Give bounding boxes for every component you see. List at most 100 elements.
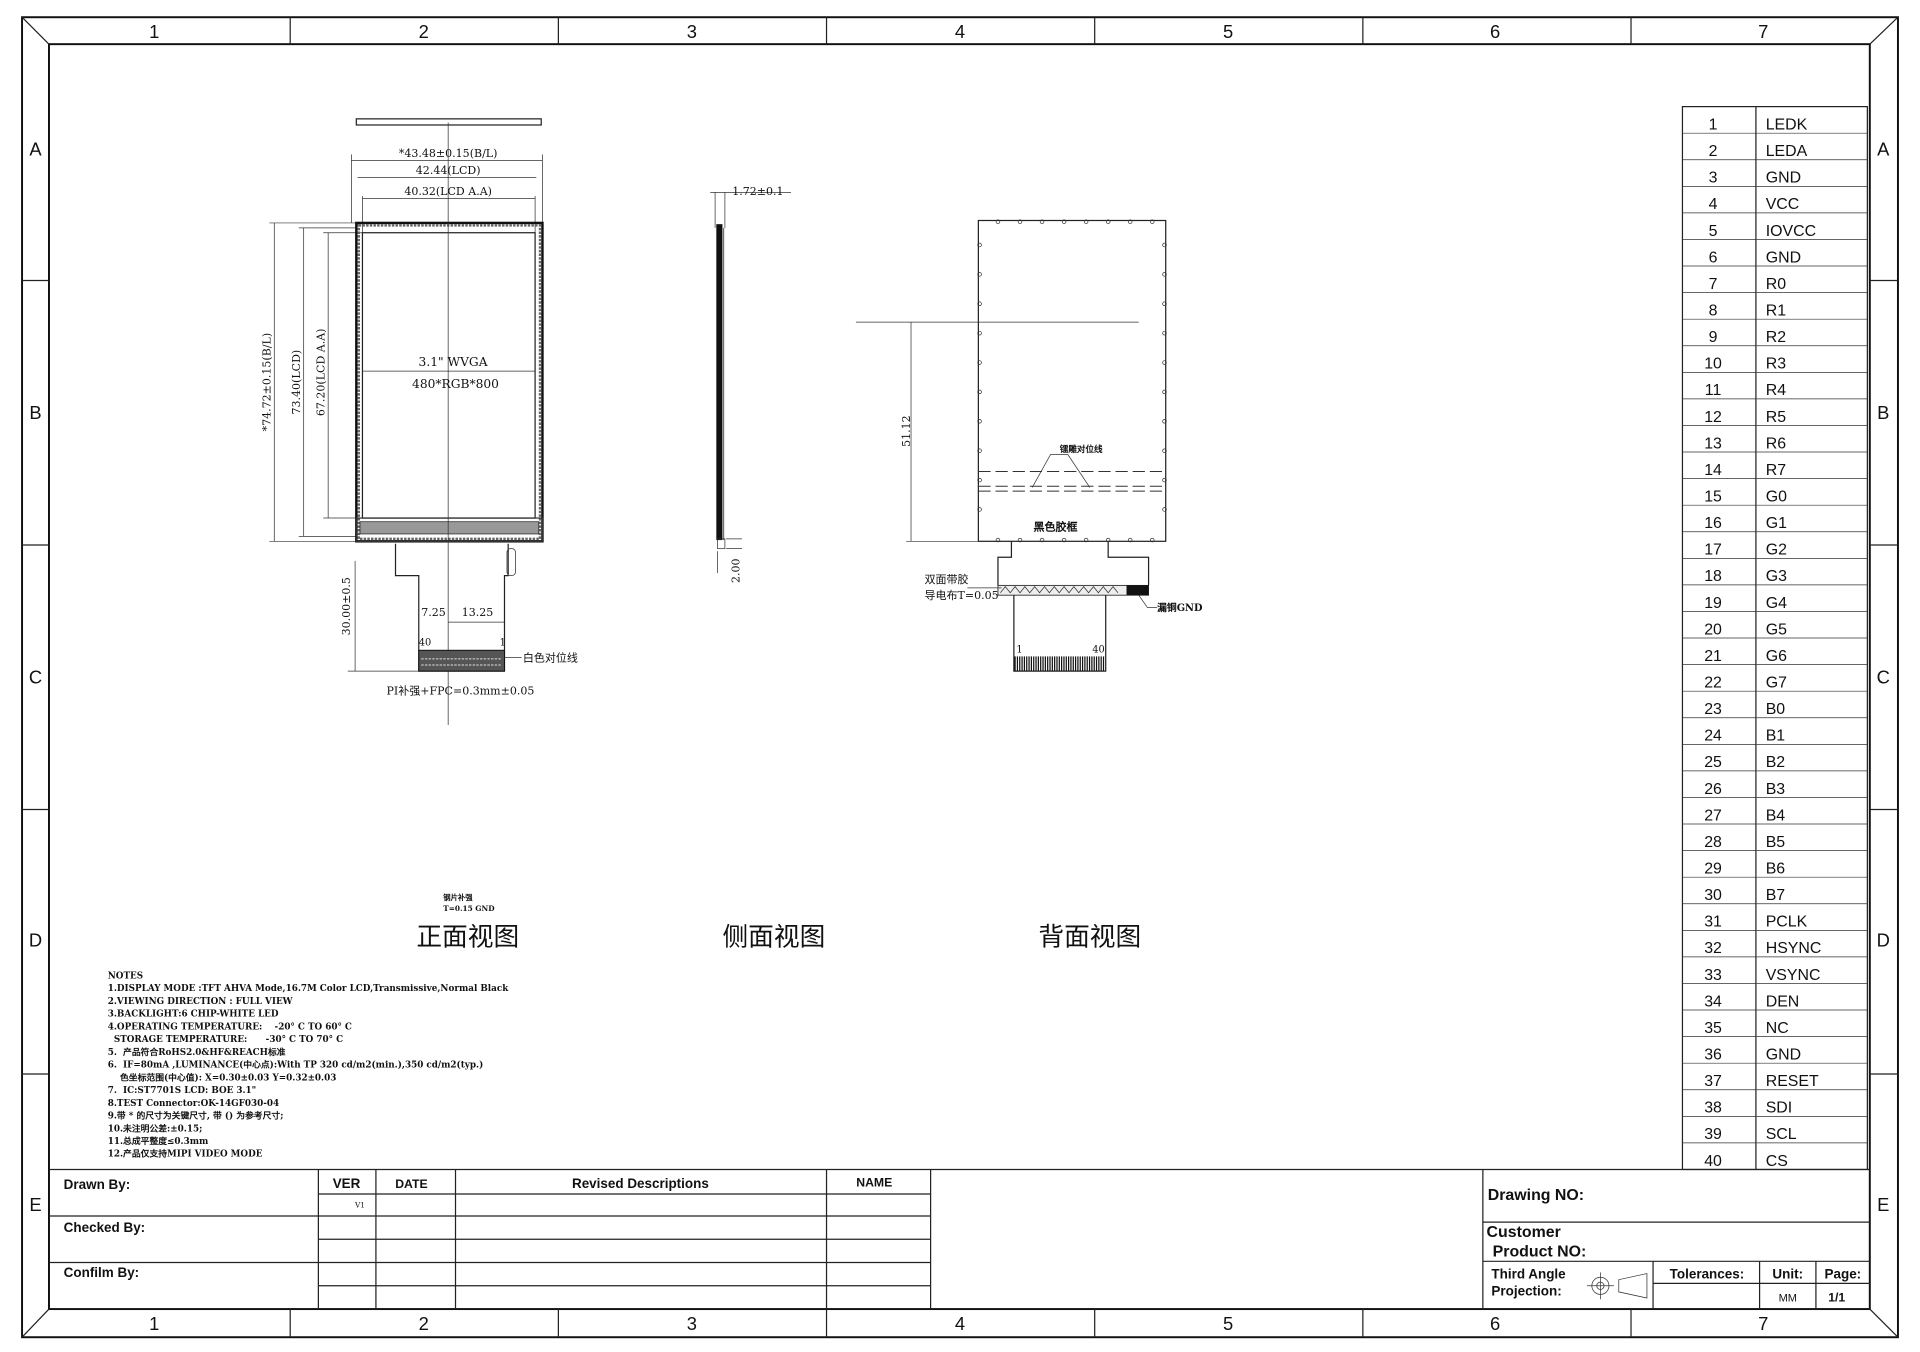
pin-number: 23 (1704, 701, 1722, 718)
date-header: DATE (395, 1177, 427, 1191)
front-pin-1: 1 (500, 637, 506, 648)
pin-row: 34 DEN (1682, 993, 1868, 1011)
pin-name: GND (1766, 1047, 1801, 1064)
unit-label: Unit: (1772, 1266, 1803, 1281)
front-view: *43.48±0.15(B/L) 42.44(LCD) 40.32(LCD A.… (261, 118, 578, 952)
pin-number: 3 (1709, 170, 1718, 187)
pin-number: 12 (1704, 409, 1722, 426)
dim-13-25: 13.25 (462, 606, 494, 619)
pin-row: 12 R5 (1682, 409, 1868, 426)
pin-name: RESET (1766, 1073, 1819, 1090)
dim-height-bl: *74.72±0.15(B/L) (261, 333, 274, 432)
mount-dot (995, 219, 1001, 224)
pin-row: 15 G0 (1682, 489, 1868, 506)
pin-number: 36 (1704, 1047, 1722, 1064)
pin-number: 18 (1704, 568, 1722, 585)
note-line: 8.TEST Connector:OK-14GF030-04 (108, 1099, 279, 1109)
side-view: 1.72±0.1 2.00 侧面视图 (710, 185, 825, 952)
pin-name: VCC (1766, 196, 1800, 213)
tolerances-label: Tolerances: (1670, 1266, 1745, 1281)
pin-number: 25 (1704, 754, 1722, 771)
page-label: Page: (1825, 1266, 1862, 1281)
customer-label: Customer (1487, 1224, 1561, 1241)
back-pin-40: 40 (1092, 645, 1104, 656)
frame-row-label: A (29, 139, 42, 160)
mount-dot (1017, 537, 1023, 543)
frame-column-label: 3 (687, 1313, 697, 1334)
unit-value: MM (1779, 1293, 1797, 1305)
frame-row-label: E (29, 1194, 41, 1215)
mount-dot (1128, 537, 1133, 543)
pin-name: PCLK (1766, 914, 1808, 931)
back-view: 51.12 镭雕对位线 黑色胶框 1 40 双面带胶 导电布T=0.05 漏铜G… (855, 219, 1203, 952)
pin-name: DEN (1766, 993, 1800, 1010)
pi-stiffener-label: PI补强+FPC=0.3mm±0.05 (386, 684, 534, 697)
mount-dot (977, 242, 982, 248)
white-align-line-label: 白色对位线 (523, 650, 578, 664)
pin-number: 37 (1704, 1073, 1722, 1090)
note-line: 9.带 * 的尺寸为关键尺寸, 带 () 为参考尺寸; (108, 1110, 284, 1122)
frame-row-label: E (1877, 1194, 1889, 1215)
mount-dot (1162, 507, 1167, 512)
frame-column-label: 4 (955, 1313, 965, 1334)
dim-height-aa: 67.20(LCD A.A) (314, 329, 327, 417)
pin-name: GND (1766, 170, 1801, 187)
mount-dot (1061, 219, 1067, 224)
frame-column-label: 1 (149, 1313, 159, 1334)
pin-name: CS (1766, 1153, 1788, 1170)
pin-number: 14 (1704, 462, 1722, 479)
notes-heading: NOTES (108, 971, 143, 981)
mount-dot (1039, 219, 1045, 224)
panel-size-label: 3.1" WVGA (419, 355, 488, 369)
pin-name: R5 (1766, 409, 1786, 426)
frame-column-label: 2 (419, 1313, 429, 1334)
rev-ver-value: V1 (354, 1200, 365, 1209)
mount-dot (1162, 360, 1167, 365)
pin-number: 32 (1704, 940, 1722, 957)
pin-number: 16 (1704, 515, 1722, 532)
frame-column-label: 6 (1490, 21, 1500, 42)
pin-number: 38 (1704, 1100, 1722, 1117)
pin-number: 21 (1704, 648, 1722, 665)
frame-column-label: 5 (1223, 21, 1233, 42)
note-line: 7. IC:ST7701S LCD: BOE 3.1" (108, 1086, 257, 1096)
pin-name: G6 (1766, 648, 1787, 665)
pin-number: 15 (1704, 489, 1722, 506)
pin-name: HSYNC (1766, 940, 1822, 957)
laser-align-label: 镭雕对位线 (1060, 443, 1103, 455)
frame-column-label: 6 (1490, 1313, 1500, 1334)
note-line: 3.BACKLIGHT:6 CHIP-WHITE LED (108, 1010, 279, 1020)
pin-name: G0 (1766, 489, 1787, 506)
mount-dot (1150, 537, 1155, 543)
pin-number: 34 (1704, 993, 1722, 1010)
pin-row: 21 G6 (1682, 648, 1868, 665)
mount-dot (1162, 419, 1167, 424)
pin-name: B6 (1766, 861, 1786, 878)
name-header: NAME (856, 1176, 892, 1190)
pin-number: 27 (1704, 807, 1722, 824)
pin-name: LEDA (1766, 143, 1808, 160)
mount-dot (1162, 330, 1167, 336)
front-pin-40: 40 (419, 637, 431, 648)
pin-name: G7 (1766, 675, 1787, 692)
pin-name: R7 (1766, 462, 1786, 479)
steel-stiffener-label-2: T=0.15 GND (443, 904, 495, 913)
frame-column-label: 1 (149, 21, 159, 42)
mount-dot (1162, 477, 1167, 483)
back-view-title: 背面视图 (1038, 922, 1141, 952)
mount-dot (1162, 448, 1167, 453)
